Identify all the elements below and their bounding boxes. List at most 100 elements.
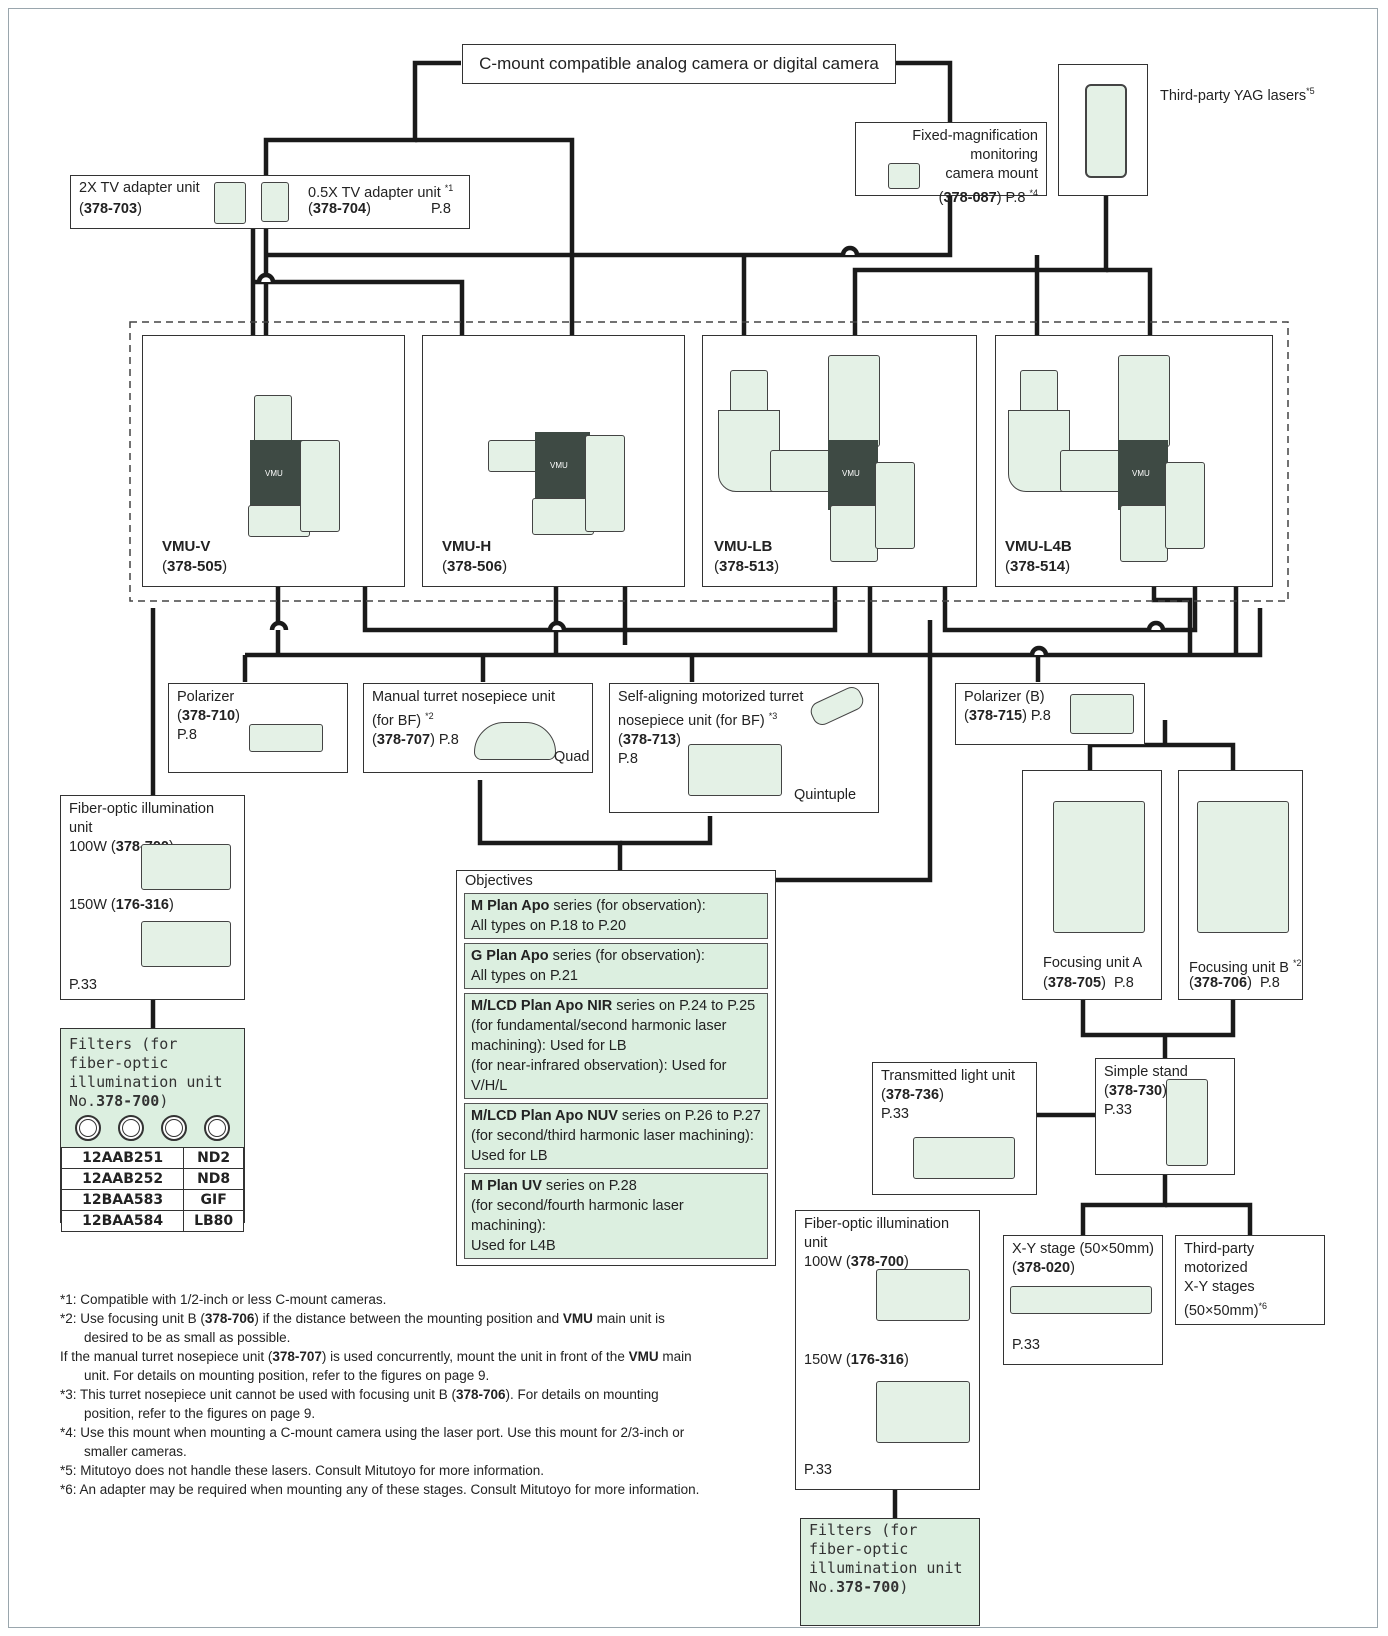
motor-turret-controller-icon (688, 744, 782, 796)
motor-turret-box: Self-aligning motorized turret nosepiece… (609, 683, 879, 813)
footnote-1: *1: Compatible with 1/2-inch or less C-m… (60, 1292, 387, 1307)
fiber-right-page: P.33 (804, 1462, 832, 1478)
vmu-v-tube (254, 395, 292, 447)
focus-b-box: Focusing unit B *2 (378-706) P.8 (1178, 770, 1303, 1000)
objective-item: G Plan Apo series (for observation):All … (464, 943, 768, 989)
vmu-l4b-base (1120, 505, 1168, 562)
footnote-6: *6: An adapter may be required when moun… (60, 1482, 700, 1497)
polarizer-code: 378-710 (181, 708, 236, 724)
vmu-h-arm (585, 435, 625, 532)
vmu-v-label: VMU-V(378-505) (162, 538, 228, 575)
focus-a-label: Focusing unit A (1043, 955, 1143, 971)
fiber-right-code150: 176-316 (850, 1352, 904, 1368)
third-party-stage-line1: Third-party motorized (1184, 1241, 1255, 1276)
fiber-left-code150: 176-316 (115, 897, 169, 913)
fiber-left-box: Fiber-optic illumination unit 100W (378-… (60, 795, 245, 1000)
manual-turret-icon (474, 722, 556, 760)
xy-stage-icon (1010, 1286, 1152, 1314)
vmu-lb-right-tube (828, 355, 880, 447)
xy-stage-page: P.33 (1012, 1337, 1040, 1353)
motor-turret-line1: Self-aligning motorized turret (618, 689, 804, 705)
stand-code: 378-730 (1108, 1083, 1163, 1099)
fiber-right-100w-icon (876, 1269, 970, 1321)
focus-a-icon (1053, 801, 1145, 933)
yag-label: Third-party YAG lasers*5 (1160, 86, 1315, 104)
stand-icon (1166, 1079, 1208, 1166)
transmitted-code: 378-736 (885, 1087, 940, 1103)
filter-discs (61, 1113, 244, 1147)
vmu-l4b-cross (1060, 450, 1122, 492)
vmu-lb-cross (770, 450, 832, 492)
manual-turret-code: 378-707 (376, 731, 431, 748)
tv-adapter-05x-code: 378-704 (312, 201, 367, 217)
filter-disc-icon (118, 1115, 145, 1141)
monitor-mount-line2: camera mount (945, 166, 1038, 182)
vmu-h-tube (488, 440, 540, 472)
vmu-l4b-elbow (1008, 410, 1070, 492)
focus-b-code: 378-706 (1193, 975, 1248, 991)
vmu-h-label: VMU-H(378-506) (442, 538, 508, 575)
transmitted-icon (913, 1137, 1015, 1179)
third-party-stage-box: Third-party motorized X-Y stages (50×50m… (1175, 1235, 1325, 1325)
objective-item: M Plan UV series on P.28(for second/four… (464, 1173, 768, 1259)
footnote-4: *4: Use this mount when mounting a C-mou… (60, 1425, 685, 1459)
fiber-left-title: Fiber-optic illumination unit (69, 801, 215, 836)
fiber-left-page: P.33 (69, 977, 97, 993)
fiber-left-150w-icon (141, 921, 231, 967)
tv-adapter-box: 2X TV adapter unit (378-703) 0.5X TV ada… (70, 175, 470, 229)
vmu-l4b-body (1118, 440, 1168, 510)
camera-box: C-mount compatible analog camera or digi… (462, 44, 896, 84)
monitor-mount-line1: Fixed-magnification monitoring (912, 128, 1038, 163)
vmu-lb-base (830, 505, 878, 562)
transmitted-box: Transmitted light unit (378-736) P.33 (872, 1062, 1037, 1195)
vmu-lb-arm (875, 462, 915, 549)
fiber-right-150w-icon (876, 1381, 970, 1443)
filter-disc-icon (75, 1115, 102, 1141)
vmu-v-arm (300, 440, 340, 532)
filter-disc-icon (203, 1115, 230, 1141)
manual-turret-type: Quad (554, 749, 590, 765)
polarizer-page: P.8 (177, 727, 197, 743)
third-party-stage-line2: X-Y stages (1184, 1279, 1255, 1295)
tv-adapter-2x-icon (214, 182, 246, 224)
vmu-l4b-label: VMU-L4B(378-514) (1005, 538, 1072, 575)
xy-stage-label: X-Y stage (50×50mm) (1012, 1241, 1154, 1257)
filter-disc-icon (160, 1115, 187, 1141)
footnotes: *1: Compatible with 1/2-inch or less C-m… (60, 1290, 700, 1499)
footnote-2: *2: Use focusing unit B (378-706) if the… (60, 1311, 665, 1345)
focus-b-label: Focusing unit B (1189, 959, 1289, 976)
vmu-v-brand: VMU (265, 469, 283, 478)
manual-turret-line1: Manual turret nosepiece unit (372, 689, 555, 705)
polarizer-box: Polarizer (378-710) P.8 (168, 683, 348, 773)
stand-page: P.33 (1104, 1102, 1132, 1118)
vmu-l4b-arm (1165, 462, 1205, 549)
fiber-right-code100: 378-700 (850, 1254, 904, 1270)
monitor-mount-icon (888, 163, 920, 189)
objective-item: M Plan Apo series (for observation):All … (464, 893, 768, 939)
xy-stage-box: X-Y stage (50×50mm) (378-020) P.33 (1003, 1235, 1163, 1365)
motor-turret-type: Quintuple (794, 787, 857, 803)
tv-adapter-05x-label: 0.5X TV adapter unit (308, 184, 441, 201)
objectives-box: Objectives M Plan Apo series (for observ… (456, 870, 776, 1266)
xy-stage-code: 378-020 (1016, 1260, 1071, 1276)
focus-b-icon (1197, 801, 1289, 933)
camera-label: C-mount compatible analog camera or digi… (479, 54, 879, 73)
objectives-title: Objectives (465, 873, 533, 889)
fiber-left-100w-icon (141, 844, 231, 890)
page-frame (8, 8, 1378, 1628)
focus-a-box: Focusing unit A (378-705) P.8 (1022, 770, 1162, 1000)
polarizer-icon (249, 724, 323, 752)
tv-adapter-05x-icon (261, 182, 289, 222)
motor-turret-code: 378-713 (622, 731, 677, 748)
vmu-lb-label: VMU-LB(378-513) (714, 538, 780, 575)
fiber-right-box: Fiber-optic illumination unit 100W (378-… (795, 1210, 980, 1490)
yag-laser-icon (1085, 84, 1127, 178)
stand-label: Simple stand (1104, 1064, 1188, 1080)
polarizer-label: Polarizer (177, 689, 235, 705)
tv-adapter-2x-label: 2X TV adapter unit (79, 180, 200, 196)
